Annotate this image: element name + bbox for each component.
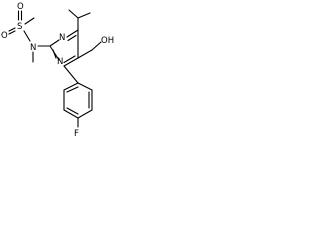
atom-n-amine: N [30,43,36,53]
bond-ph-4-5-inner [66,107,79,115]
bond-c5-c6-inner [63,55,76,64]
bond-ph-4-5 [63,109,79,119]
bond-s-o-left-b [8,30,16,35]
bond-c6-phenyl [63,65,79,84]
bond-ph-6-1-inner [66,86,79,93]
atom-oh: OH [101,36,114,46]
structure-canvas: O S O N N N OH F [0,0,138,144]
molecule-drawing: O S O N N N OH F [1,2,114,139]
bond-c5-ch2 [77,49,93,59]
atom-s: S [17,22,22,32]
bond-ch-me1 [68,9,79,19]
bond-s-o-left-a [8,27,16,32]
bond-c5-c6 [63,57,79,67]
bond-n-bottom-c2-inner [52,49,57,59]
atom-label-layer: O S O N N N OH F [1,2,114,139]
bond-ph-6-1 [63,82,79,91]
bond-ch2-o [91,41,102,51]
bond-ch-me2 [77,12,91,19]
bond-ph-1-2 [77,82,93,91]
atom-n-ring-bottom: N [57,57,63,67]
bond-layer [8,9,102,128]
atom-f: F [74,129,79,139]
bond-c2-n-top [49,39,60,47]
atom-n-ring-top: N [59,33,65,43]
bond-s-n [23,30,31,42]
atom-o-top: O [17,2,24,12]
bond-ph-3-4 [77,109,93,119]
bond-n-top-c4 [66,29,79,38]
bond-n-top-c4-inner [67,34,77,42]
bond-s-methyl [24,17,35,25]
atom-o-left: O [1,31,8,41]
